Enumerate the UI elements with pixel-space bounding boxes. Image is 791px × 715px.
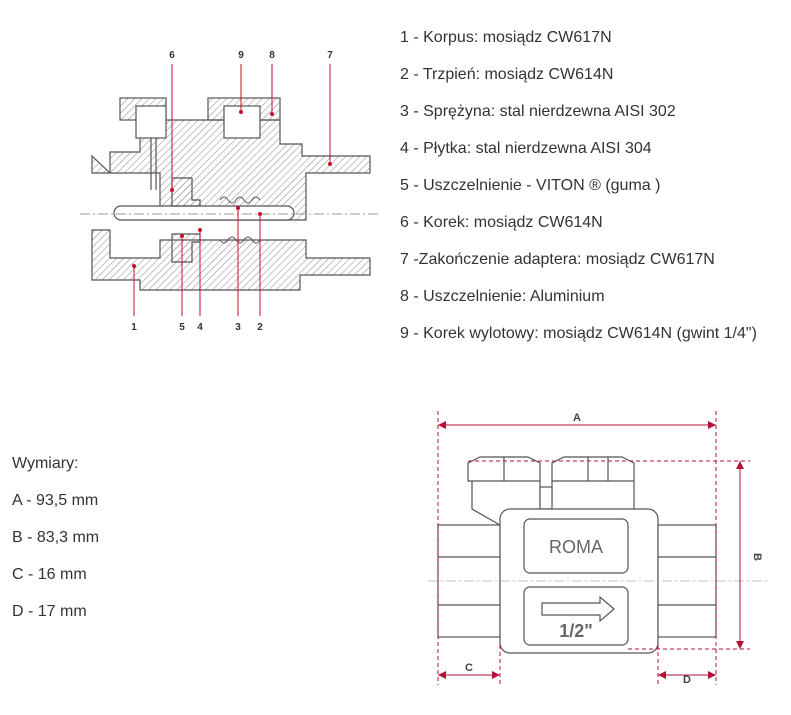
part-item-3: 3 - Sprężyna: stal nierdzewna AISI 302: [400, 103, 676, 120]
callout-7: 7: [327, 50, 333, 61]
parts-list: 1 - Korpus: mosiądz CW617N 2 - Trzpień: …: [400, 28, 757, 361]
callout-9: 9: [238, 50, 244, 61]
callout-4: 4: [197, 322, 203, 333]
dimension-a: A - 93,5 mm: [12, 492, 99, 509]
brand-embossing: ROMA: [549, 537, 603, 557]
label-a: A: [573, 412, 581, 424]
label-c: C: [465, 662, 473, 674]
part-item-8: 8 - Uszczelnienie: Aluminium: [400, 288, 605, 305]
part-item-6: 6 - Korek: mosiądz CW614N: [400, 214, 603, 231]
callout-5: 5: [179, 322, 185, 333]
valve-cross-section-drawing: 6 9 8 7 1 5 4 3 2: [80, 50, 380, 333]
dimensions-list: Wymiary: A - 93,5 mm B - 83,3 mm C - 16 …: [12, 454, 99, 639]
part-item-4: 4 - Płytka: stal nierdzewna AISI 304: [400, 140, 652, 157]
dimension-d: D - 17 mm: [12, 603, 87, 620]
dimension-lines: [437, 411, 750, 685]
dimension-c: C - 16 mm: [12, 566, 87, 583]
valve-body-section: [91, 97, 371, 291]
label-b: B: [751, 553, 763, 561]
callout-8: 8: [269, 50, 275, 61]
valve-dimension-drawing: ROMA 1/2" A B C D: [428, 411, 768, 686]
dimensions-title: Wymiary:: [12, 455, 79, 472]
plugs: [135, 105, 261, 190]
part-item-9: 9 - Korek wylotowy: mosiądz CW614N (gwin…: [400, 325, 757, 342]
callout-1: 1: [131, 322, 137, 333]
part-item-2: 2 - Trzpień: mosiądz CW614N: [400, 66, 614, 83]
leader-lines: [133, 64, 331, 316]
size-embossing: 1/2": [559, 621, 593, 641]
callout-2: 2: [257, 322, 263, 333]
stem-shape: [113, 205, 295, 221]
part-item-1: 1 - Korpus: mosiądz CW617N: [400, 29, 612, 46]
label-d: D: [683, 674, 691, 686]
callout-3: 3: [235, 322, 241, 333]
callout-6: 6: [169, 50, 175, 61]
dimension-b: B - 83,3 mm: [12, 529, 100, 546]
part-item-5: 5 - Uszczelnienie - VITON ® (guma ): [400, 177, 661, 194]
part-item-7: 7 -Zakończenie adaptera: mosiądz CW617N: [400, 251, 715, 268]
